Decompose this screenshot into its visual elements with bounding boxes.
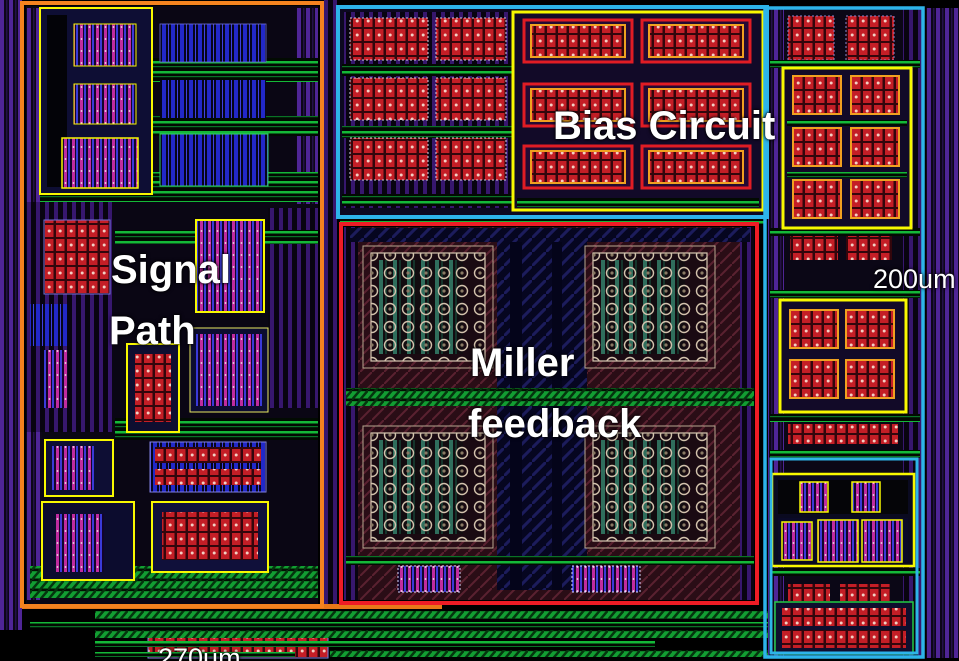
bias-circuit-layout-cells [340,8,765,224]
signal-path-layout-cells [26,6,329,659]
annotation-boxes [20,1,925,659]
miller-feedback-box [339,222,759,605]
miller-feedback-label-line2: feedback [468,402,642,446]
bias-circuit-box [336,5,769,219]
vertical-dimension-label: 200um [873,264,956,294]
signal-path-box [20,1,324,608]
bottom-right-box [769,457,919,655]
bias-circuit-label: Bias Circuit [553,104,776,148]
right-column-layout-cells [768,8,923,658]
signal-path-label-line2: Path [109,309,196,353]
horizontal-dimension-label: 270um [158,643,241,661]
miller-feedback-label-line1: Miller [470,341,575,385]
miller-feedback-layout-cells [344,227,754,600]
right-column-box [763,6,925,659]
signal-path-label-line1: Signal [111,248,232,292]
